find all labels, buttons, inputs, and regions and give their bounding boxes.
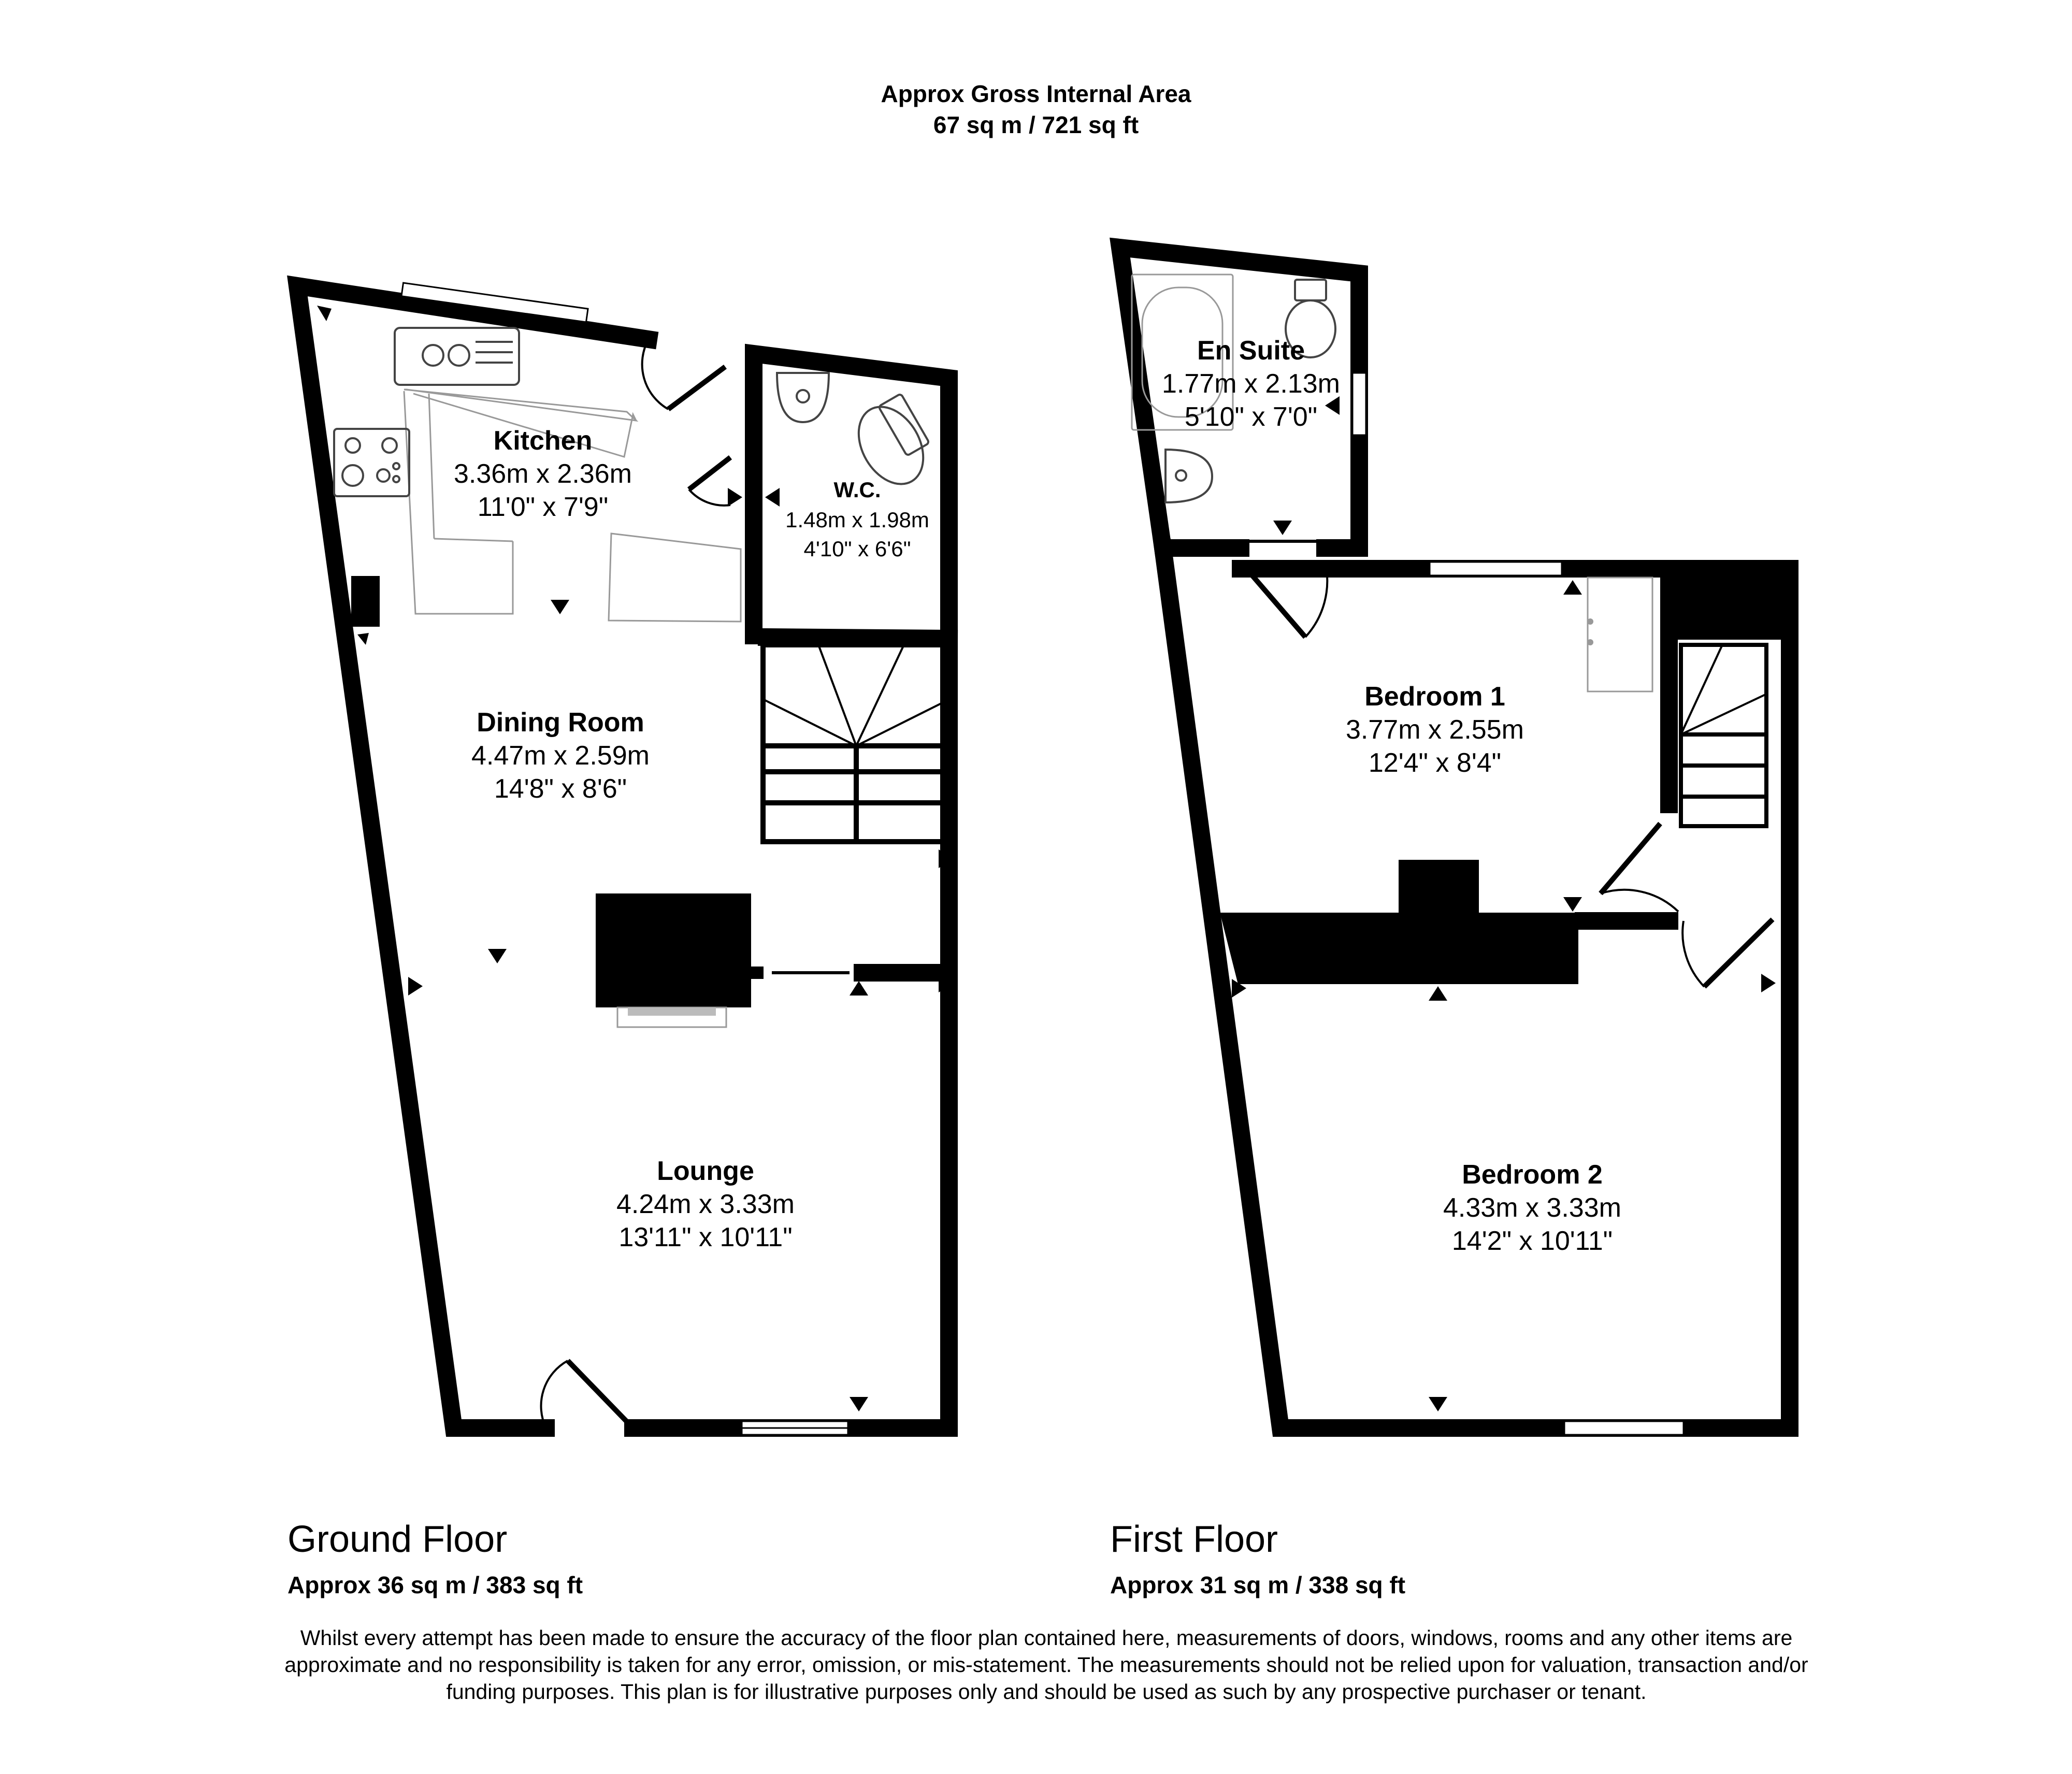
bedroom1-name: Bedroom 1	[1364, 682, 1505, 712]
sink-icon	[394, 327, 520, 386]
hearth-inner	[628, 1007, 716, 1016]
ground-floor-plan: Kitchen 3.36m x 2.36m 11'0" x 7'9" W.C. …	[287, 275, 958, 1437]
ensuite-basin-icon	[1164, 448, 1214, 504]
ensuite-toilet-icon	[1285, 279, 1336, 358]
label-bedroom-2: Bedroom 2 4.33m x 3.33m 14'2" x 10'11"	[1443, 1160, 1621, 1256]
bedroom2-metric: 4.33m x 3.33m	[1443, 1193, 1621, 1223]
wc-imperial: 4'10" x 6'6"	[804, 537, 911, 561]
kitchen-imperial: 11'0" x 7'9"	[478, 492, 608, 522]
label-ensuite: En Suite 1.77m x 2.13m 5'10" x 7'0"	[1162, 336, 1340, 432]
dining-imperial: 14'8" x 8'6"	[494, 774, 627, 804]
label-kitchen: Kitchen 3.36m x 2.36m 11'0" x 7'9"	[454, 426, 632, 522]
kitchen-name: Kitchen	[494, 426, 593, 456]
ground-windows	[400, 282, 849, 1436]
staircase-first	[1679, 643, 1768, 828]
ground-floor-area: Approx 36 sq m / 383 sq ft	[287, 1571, 583, 1598]
first-doors	[1239, 540, 1775, 989]
chimney-breast-first	[1220, 913, 1578, 984]
label-bedroom-1: Bedroom 1 3.77m x 2.55m 12'4" x 8'4"	[1346, 682, 1524, 778]
wc-name: W.C.	[834, 478, 881, 502]
chimney-breast	[596, 893, 751, 1007]
hob-icon	[333, 428, 410, 497]
ensuite-name: En Suite	[1197, 336, 1305, 366]
label-lounge: Lounge 4.24m x 3.33m 13'11" x 10'11"	[616, 1156, 795, 1252]
lounge-name: Lounge	[657, 1156, 754, 1186]
wc-metric: 1.48m x 1.98m	[785, 508, 929, 532]
staircase-first-winders	[1680, 644, 1767, 735]
wardrobe-knob-1	[1587, 618, 1593, 625]
chimney-nib	[351, 576, 380, 627]
first-floor-walls	[1110, 237, 1798, 1437]
bedroom1-metric: 3.77m x 2.55m	[1346, 715, 1524, 745]
first-floor-plan: En Suite 1.77m x 2.13m 5'10" x 7'0" Bedr…	[1110, 237, 1798, 1437]
bedroom1-imperial: 12'4" x 8'4"	[1369, 748, 1501, 778]
lounge-metric: 4.24m x 3.33m	[616, 1189, 795, 1219]
gross-area-value: 67 sq m / 721 sq ft	[933, 111, 1139, 138]
disclaimer-text: Whilst every attempt has been made to en…	[284, 1626, 1808, 1704]
dining-metric: 4.47m x 2.59m	[471, 741, 650, 771]
dining-name: Dining Room	[477, 708, 644, 738]
stair-void	[1660, 562, 1790, 640]
bedroom2-imperial: 14'2" x 10'11"	[1452, 1226, 1613, 1256]
lounge-imperial: 13'11" x 10'11"	[618, 1222, 792, 1252]
bedroom2-name: Bedroom 2	[1462, 1160, 1603, 1190]
ground-doors	[540, 339, 850, 1430]
label-wc: W.C. 1.48m x 1.98m 4'10" x 6'6"	[785, 478, 929, 561]
ground-floor-title: Ground Floor	[287, 1519, 508, 1560]
label-dining-room: Dining Room 4.47m x 2.59m 14'8" x 8'6"	[471, 708, 650, 804]
first-windows	[1351, 372, 1685, 1436]
staircase-winders	[762, 644, 950, 747]
kitchen-metric: 3.36m x 2.36m	[454, 459, 632, 489]
toilet-icon	[857, 394, 929, 485]
kitchen-units	[403, 388, 742, 623]
ensuite-metric: 1.77m x 2.13m	[1162, 369, 1340, 399]
first-markers	[1232, 396, 1776, 1411]
wardrobe	[1587, 576, 1653, 693]
bath-icon	[1131, 273, 1234, 431]
first-floor-title: First Floor	[1110, 1519, 1278, 1560]
ensuite-imperial: 5'10" x 7'0"	[1185, 402, 1317, 432]
wall-stub	[751, 967, 764, 979]
wardrobe-knob-2	[1587, 639, 1593, 645]
first-floor-area: Approx 31 sq m / 338 sq ft	[1110, 1571, 1406, 1598]
gross-area-title: Approx Gross Internal Area	[881, 80, 1191, 107]
wc-basin-icon	[775, 372, 830, 424]
ground-markers	[317, 306, 953, 1411]
chimney-stack	[1399, 860, 1479, 917]
